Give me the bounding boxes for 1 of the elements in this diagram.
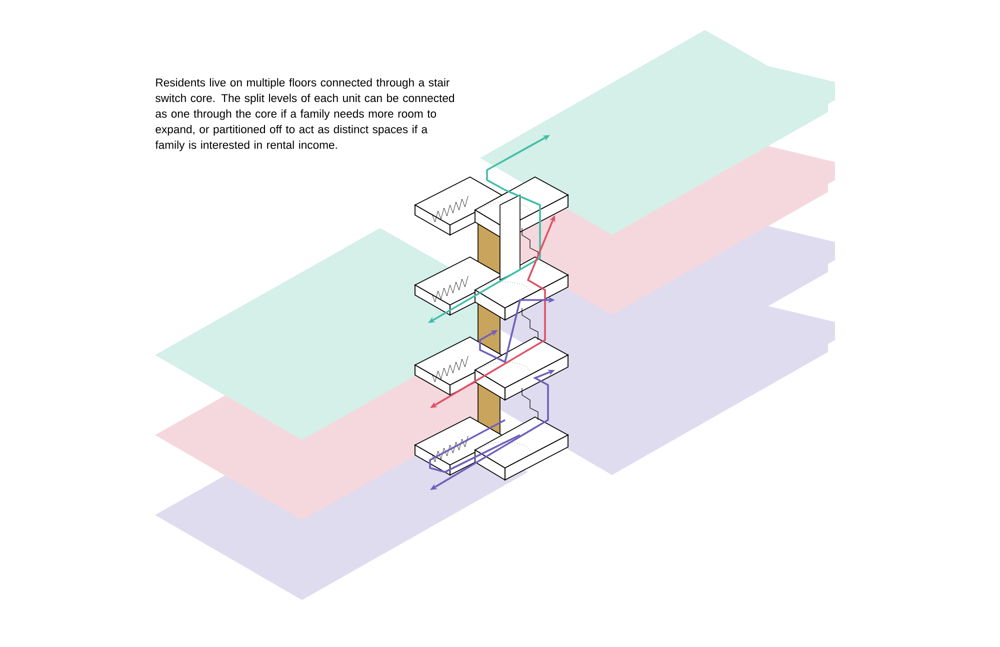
description-text: Residents live on multiple floors connected through a stair switch core. The split levels of each unit can be connected as one through the core if a family needs more room to expand, or partitioned off to act as distinct spaces if a family is interested in rental income. [155,78,454,152]
